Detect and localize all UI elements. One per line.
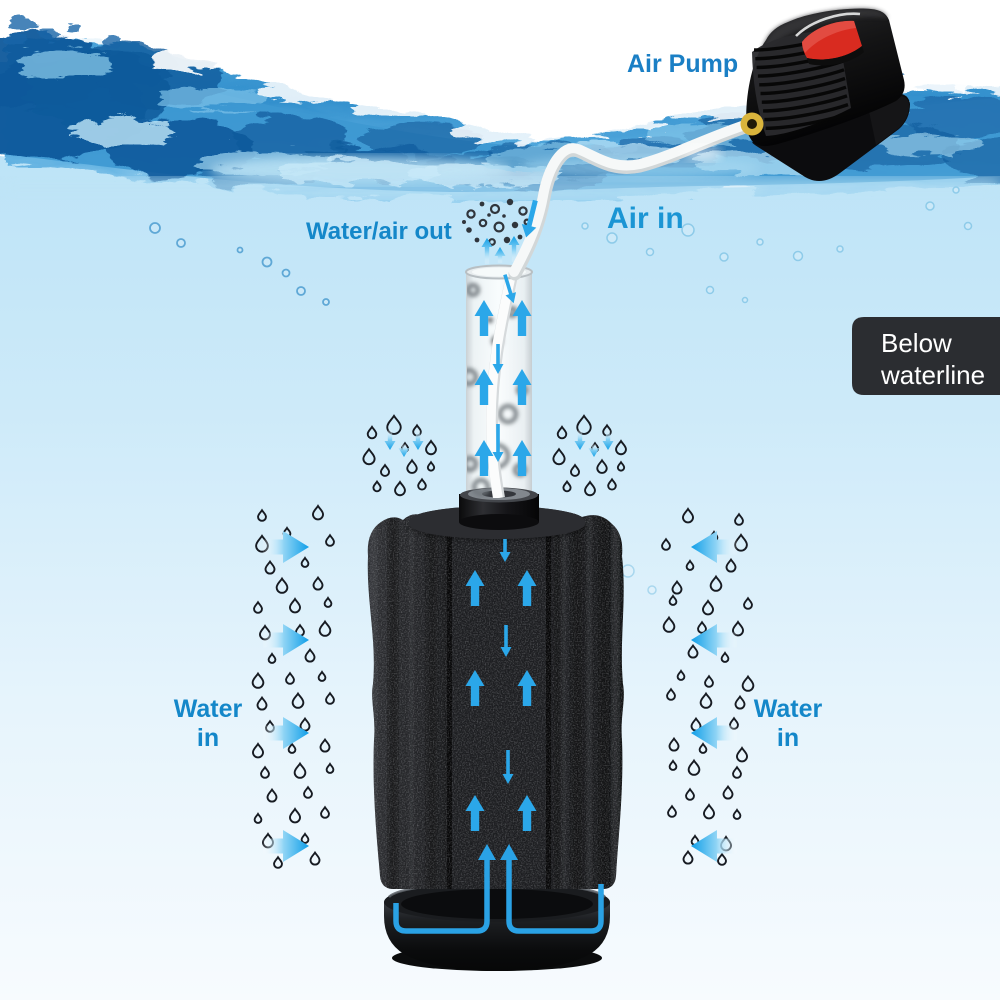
svg-text:in: in <box>777 724 799 752</box>
svg-text:Below: Below <box>881 328 952 358</box>
svg-text:Water: Water <box>754 695 823 723</box>
svg-text:waterline: waterline <box>880 360 985 390</box>
svg-text:Air Pump: Air Pump <box>627 50 738 78</box>
svg-text:Air in: Air in <box>607 202 684 235</box>
svg-text:Water/air out: Water/air out <box>306 218 452 245</box>
svg-text:in: in <box>197 724 219 752</box>
svg-text:Water: Water <box>174 695 243 723</box>
